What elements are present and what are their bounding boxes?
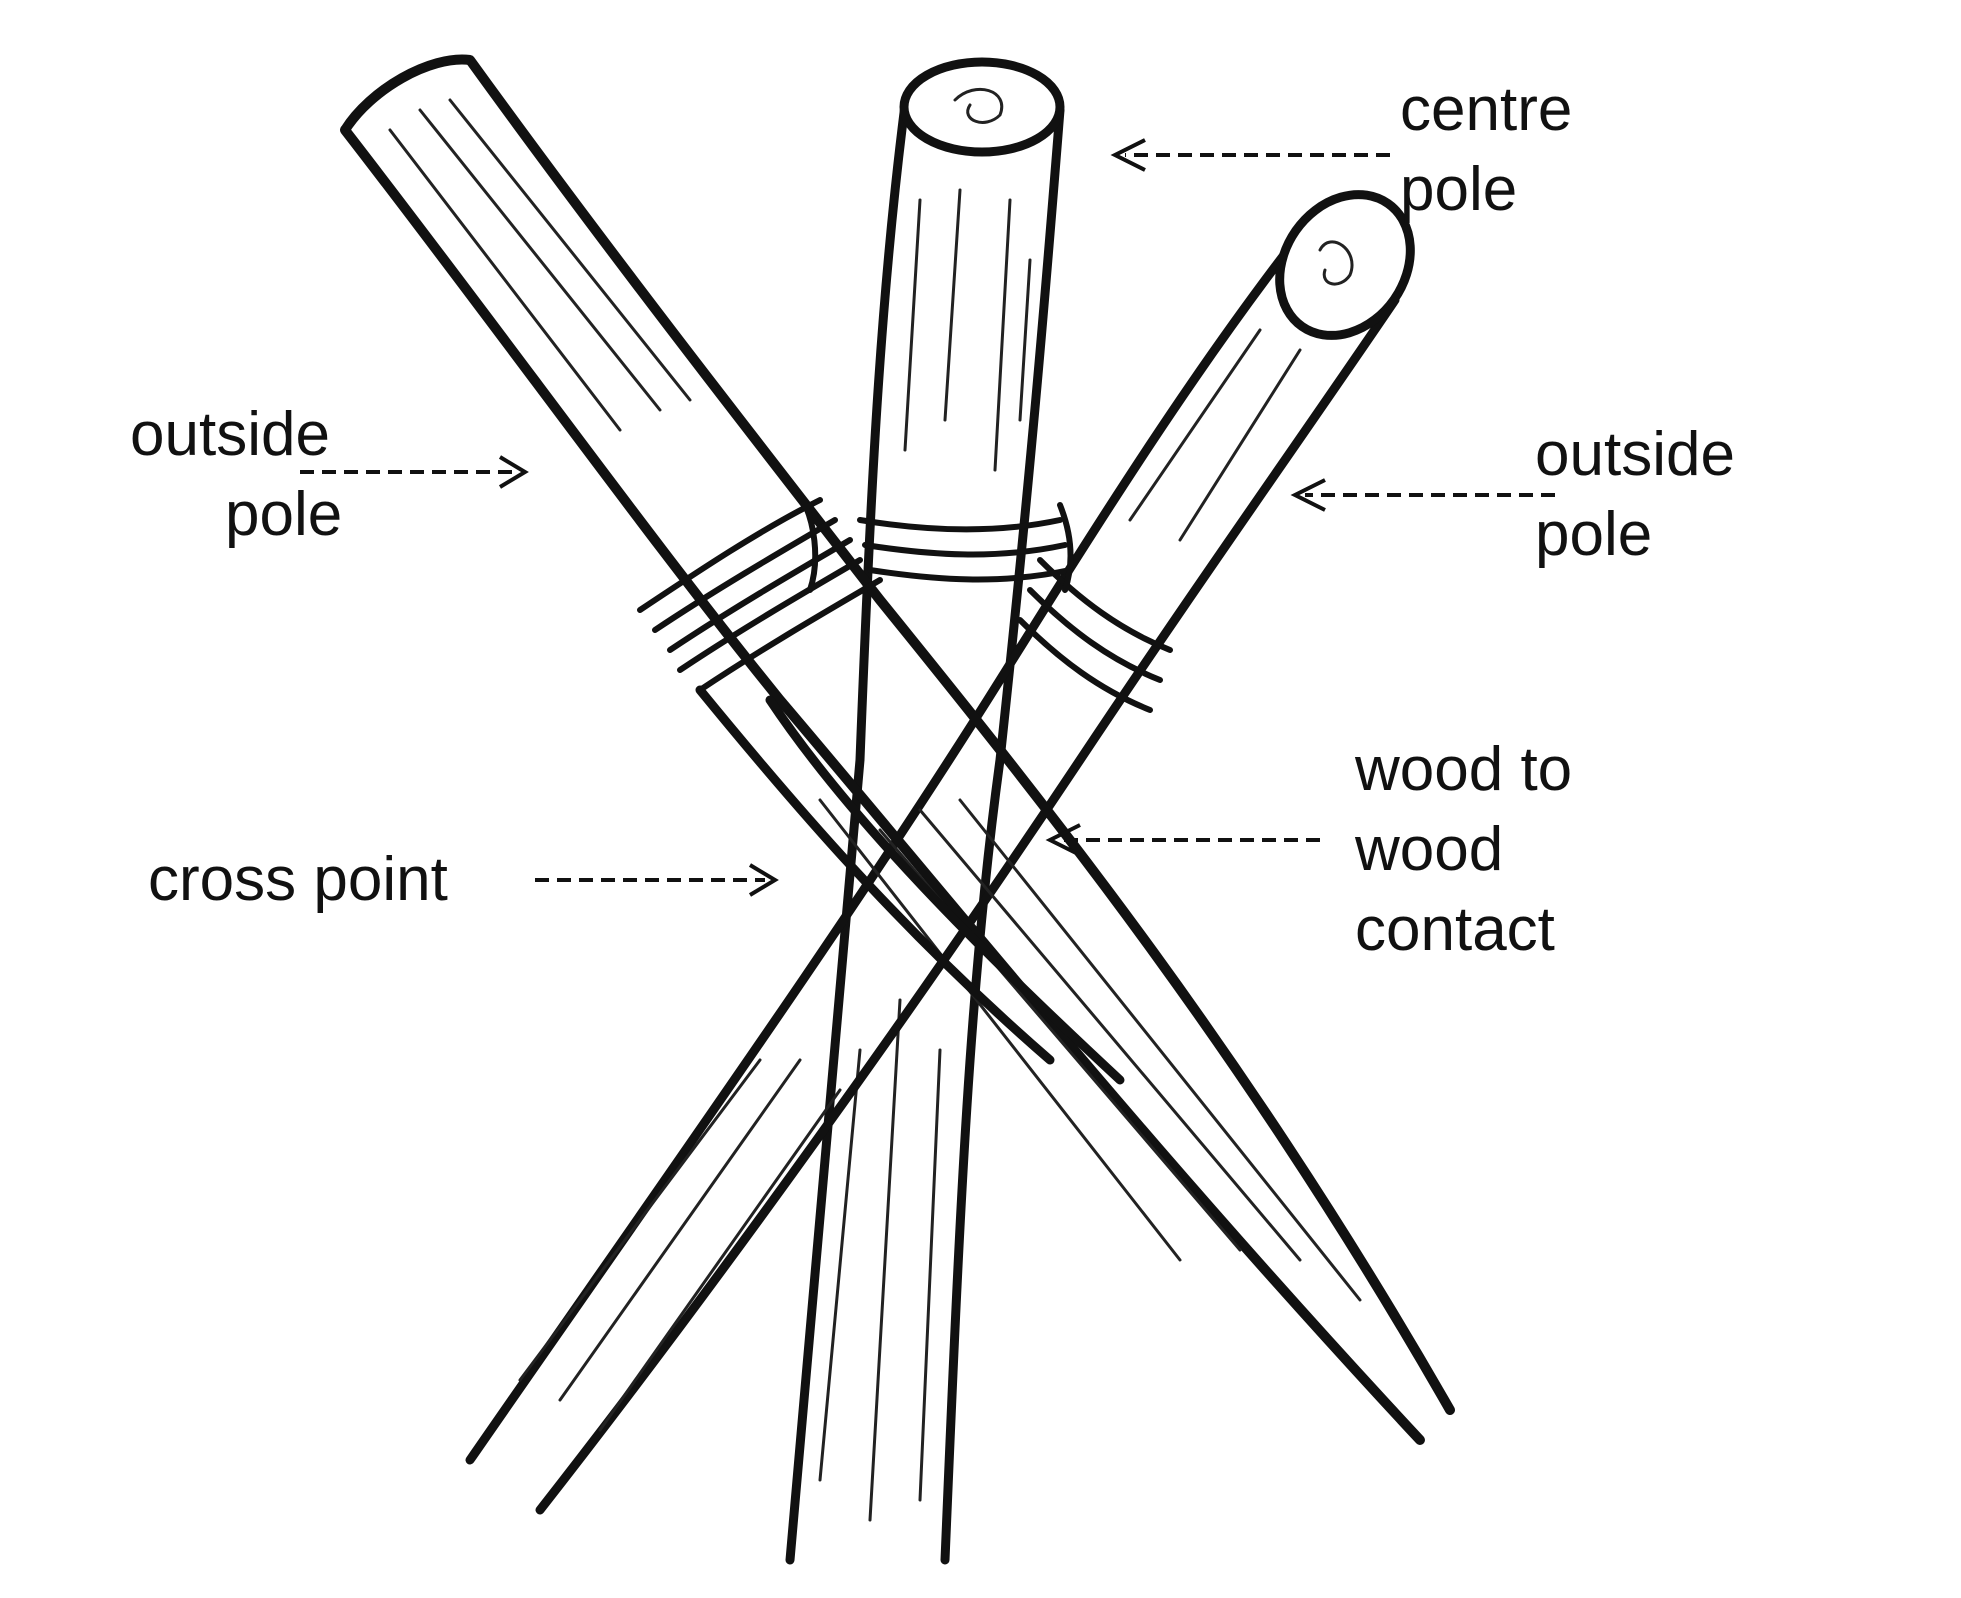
label-outside-pole-right-line-2: pole	[1535, 500, 1653, 569]
label-centre-pole: centre pole	[1400, 70, 1572, 230]
leader-arrows	[300, 138, 1555, 897]
label-cross-point: cross point	[148, 840, 448, 920]
arrow-wood-to-wood	[1045, 823, 1320, 857]
right-pole-end	[1275, 190, 1415, 340]
arrow-cross-point	[535, 863, 779, 897]
lashing	[637, 492, 1173, 713]
arrow-outside-pole-left	[300, 455, 529, 489]
label-cross-point-line-1: cross point	[148, 845, 448, 914]
label-outside-pole-left-line-1: outside	[130, 400, 330, 469]
label-outside-pole-right-line-1: outside	[1535, 420, 1735, 489]
label-wood-to-wood-line-2: wood	[1355, 815, 1504, 884]
label-outside-pole-left-line-2: pole	[225, 480, 343, 549]
label-wood-to-wood-line-1: wood to	[1355, 735, 1573, 804]
label-wood-to-wood-contact: wood to wood contact	[1355, 730, 1572, 970]
centre-pole	[785, 57, 1065, 1565]
arrow-centre-pole	[1110, 138, 1390, 172]
label-outside-pole-left: outside pole	[130, 395, 342, 555]
arrow-outside-pole-right	[1290, 478, 1555, 512]
centre-pole-end	[899, 57, 1065, 157]
label-centre-pole-line-2: pole	[1400, 155, 1518, 224]
label-centre-pole-line-1: centre	[1400, 75, 1573, 144]
label-outside-pole-right: outside pole	[1535, 415, 1735, 575]
lower-cross-strokes	[695, 685, 1125, 1085]
right-outside-pole	[465, 190, 1415, 1515]
label-wood-to-wood-line-3: contact	[1355, 895, 1555, 964]
